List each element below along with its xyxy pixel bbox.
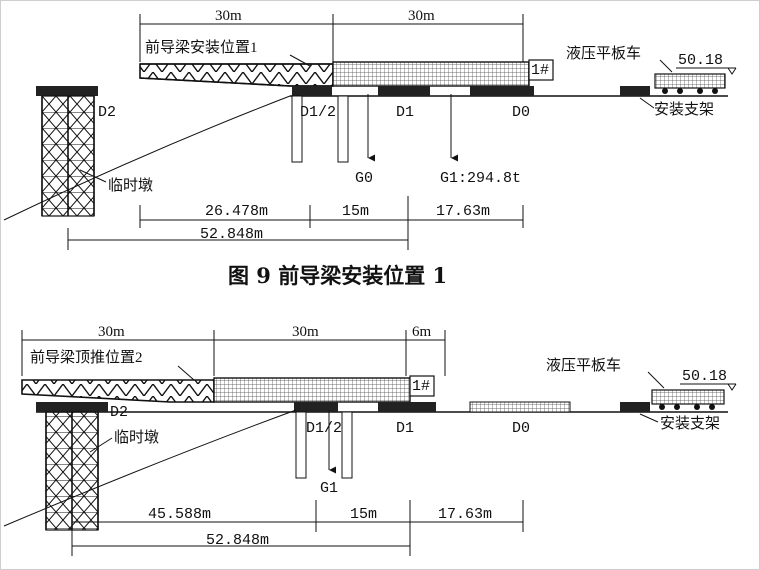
elevation-marker-2 [680,383,737,391]
temporary-pier-tower-d2 [36,86,98,217]
figure-2: 30m 30m 6m 前导梁顶推位置2 1# 液压平板车 50.18 [3,324,737,556]
load-label-g1: G1:294.8t [440,170,521,187]
dim-label-17-63: 17.63m [436,203,490,220]
launching-nose-truss-2 [21,379,215,403]
truck-leader-line [659,59,673,73]
pier-d1-2-columns-2 [295,411,353,479]
bottom-dimension-lines-2 [71,500,524,556]
terrain-slope [3,95,291,221]
support-blocks [292,86,650,96]
top-dimension-line-2 [21,330,446,376]
dim-label-15m: 15m [342,203,369,220]
truck-leader-line-2 [647,371,665,389]
pier-label-d0-2: D0 [512,420,530,437]
launching-nose-truss [139,63,334,87]
pier-label-d2-2: D2 [110,404,128,421]
hydraulic-truck-2 [651,389,725,410]
load-label-g1-2: G1 [320,480,338,497]
dim-label-45-588: 45.588m [148,506,211,523]
dim-label-17-63-2: 17.63m [438,506,492,523]
position-leader-line-2 [177,365,195,381]
block-1-box-2 [409,375,435,397]
support-label: 安装支架 [654,101,714,118]
elevation-label: 50.18 [678,52,723,69]
hydraulic-truck [654,73,726,94]
block-label-2: 1# [412,378,430,395]
pier-label-d2: D2 [98,104,116,121]
temp-pier-leader [79,169,107,183]
box-girder-grid [332,61,530,87]
pier-label-d1-2b: D1 [396,420,414,437]
elevation-marker [676,67,737,75]
block-label: 1# [531,62,549,79]
support-leader-line [639,97,655,109]
dimension-label-30m-left: 30m [215,8,242,24]
figure-caption: 图 9 前导梁安装位置 1 [228,263,447,288]
truck-label-2: 液压平板车 [546,356,621,374]
figure-1: 30m 30m 前导梁安装位置1 1# 液压平板车 [3,8,737,250]
dim-label-total: 52.848m [200,226,263,243]
pier-label-d0: D0 [512,104,530,121]
top-dimension-line [139,14,524,62]
support-blocks-2 [36,401,650,413]
box-girder-grid-2 [213,377,411,403]
support-label-2: 安装支架 [660,415,720,432]
dim-label-26-478: 26.478m [205,203,268,220]
load-label-g0: G0 [355,170,373,187]
truck-label: 液压平板车 [566,44,641,62]
block-1-box [528,59,554,81]
temp-pier-label-2: 临时墩 [114,429,159,446]
position-label-2: 前导梁顶推位置2 [30,349,143,366]
pier-d1-2-columns [291,95,349,163]
pier-label-d1-2: D1/2 [300,104,336,121]
temp-pier-leader-2 [89,437,113,453]
position-label: 前导梁安装位置1 [145,39,258,56]
temp-pier-label: 临时墩 [108,177,153,194]
dimension-label-30m-left-2: 30m [98,324,125,340]
pier-label-d1: D1 [396,104,414,121]
dim-label-15m-2: 15m [350,506,377,523]
dim-label-total-2: 52.848m [206,532,269,549]
dimension-label-30m-right-2: 30m [292,324,319,340]
dimension-label-30m-right: 30m [408,8,435,24]
dimension-label-6m: 6m [412,324,432,340]
bottom-dimension-lines [67,196,524,250]
support-leader-line-2 [639,413,659,423]
pier-label-d1-2-2: D1/2 [306,420,342,437]
terrain-slope-2 [3,409,297,527]
elevation-label-2: 50.18 [682,368,727,385]
